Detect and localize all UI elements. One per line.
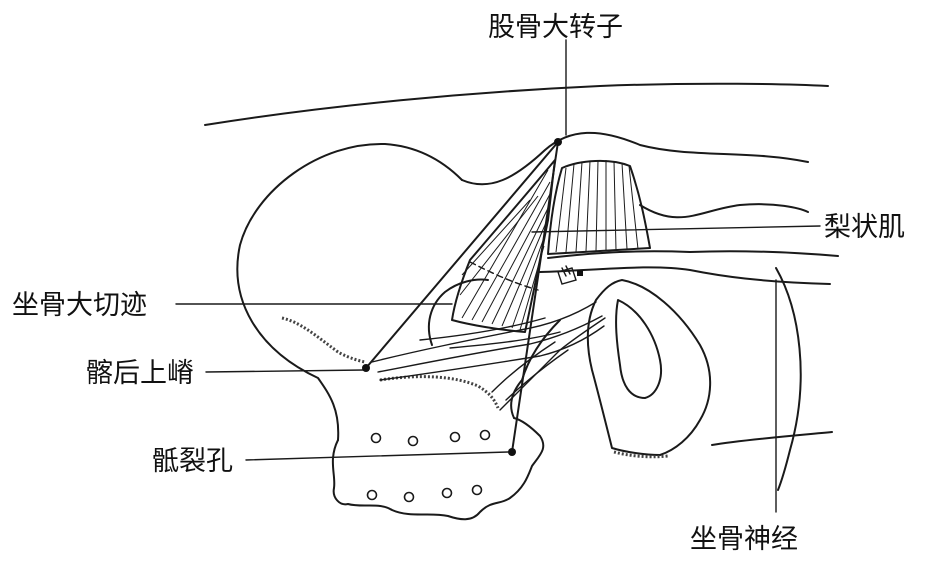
sacral-foramen [473, 486, 482, 495]
ilium-outline [237, 144, 462, 440]
leader-sacral-hiatus [246, 452, 508, 460]
sacral-foramen [368, 491, 377, 500]
label-greater-sciatic-notch: 坐骨大切迹 [12, 290, 147, 321]
bone-ridge [380, 377, 498, 408]
landmark-sacral-hiatus [508, 448, 516, 456]
sacral-foramen [372, 434, 381, 443]
landmark-psis [362, 364, 370, 372]
label-sacral-hiatus: 骶裂孔 [152, 446, 233, 477]
leader-piriformis [532, 226, 820, 232]
piriformis-striations [556, 160, 638, 252]
label-psis: 髂后上嵴 [86, 358, 194, 389]
sacral-foramen [451, 433, 460, 442]
femur-lower-outline [540, 267, 830, 284]
sacrum-outline [333, 418, 543, 519]
sacral-foramen [443, 489, 452, 498]
label-greater-trochanter: 股骨大转子 [488, 12, 623, 43]
label-sciatic-nerve: 坐骨神经 [690, 524, 798, 555]
sacral-foramen [481, 431, 490, 440]
obturator-outline [616, 300, 661, 398]
femur-upper-outline [640, 204, 808, 217]
buttock-contour [776, 268, 801, 490]
body-contour-top [205, 84, 828, 125]
sacral-foramen [405, 493, 414, 502]
leader-psis [206, 370, 364, 372]
label-piriformis: 梨状肌 [824, 212, 905, 243]
ischium-outline [588, 280, 710, 455]
bone-ridge [282, 318, 365, 362]
muscle-striations-left [460, 170, 550, 330]
piriformis-muscle [548, 161, 650, 254]
thigh-contour [712, 432, 832, 445]
nerve-marker-fill [577, 270, 583, 276]
sacral-foramen [409, 437, 418, 446]
nerve-marker [558, 266, 576, 284]
landmark-greater-trochanter [554, 138, 562, 146]
iliac-crest [462, 133, 808, 184]
